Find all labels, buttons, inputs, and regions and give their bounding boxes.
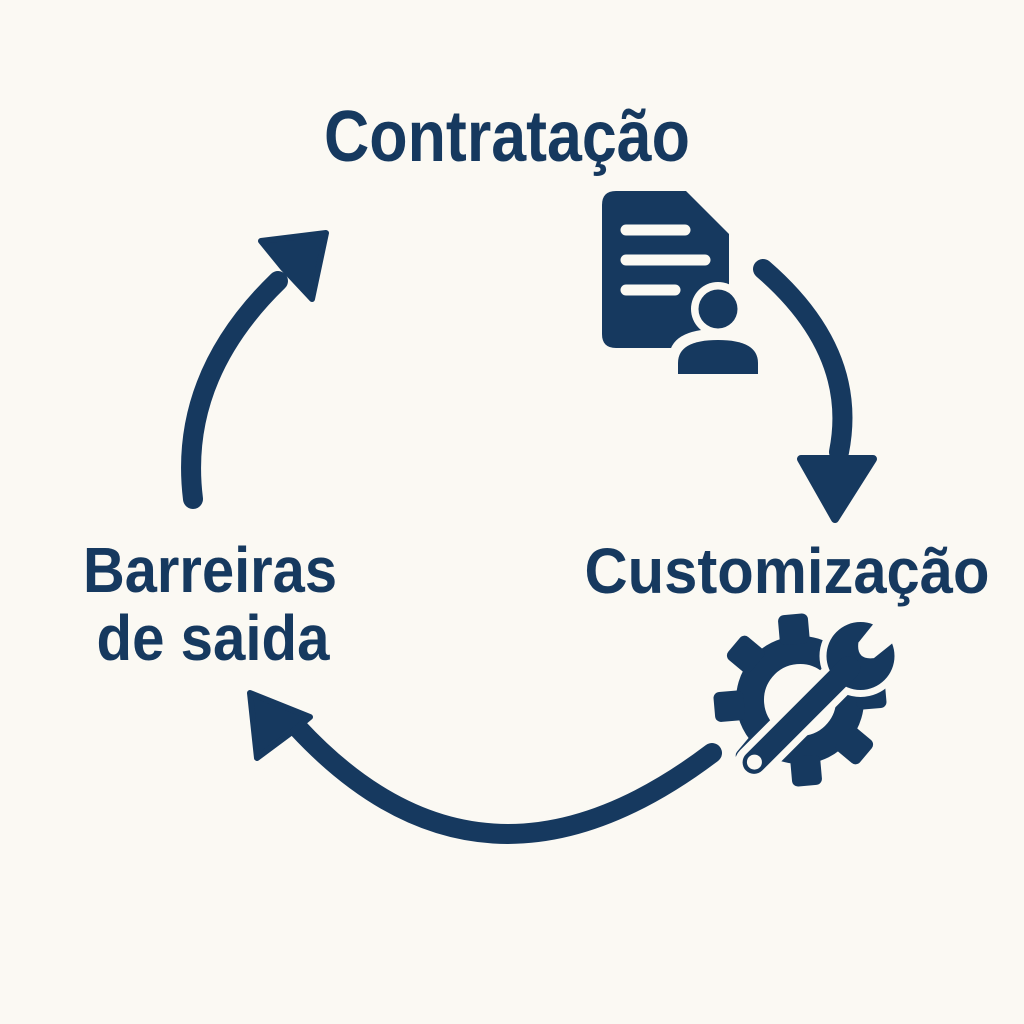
step-label-contratacao: Contratação <box>324 97 690 177</box>
arrow-customizacao-to-barreiras <box>247 690 722 844</box>
arrow-barreiras-to-contratacao <box>181 230 329 509</box>
arrow-contratacao-to-customizacao <box>753 259 877 523</box>
wrench-shape <box>734 613 903 782</box>
step-label-barreiras-line2: de saida <box>97 602 330 674</box>
person-glyph <box>669 282 767 382</box>
step-label-barreiras-de-saida: Barreiras de saida <box>83 534 337 674</box>
gear-wrench-icon <box>713 613 903 787</box>
document-text-lines <box>620 224 711 296</box>
step-label-customizacao: Customização <box>585 535 990 607</box>
contract-document-user-icon <box>602 191 767 382</box>
step-label-barreiras-line1: Barreiras <box>83 534 337 606</box>
